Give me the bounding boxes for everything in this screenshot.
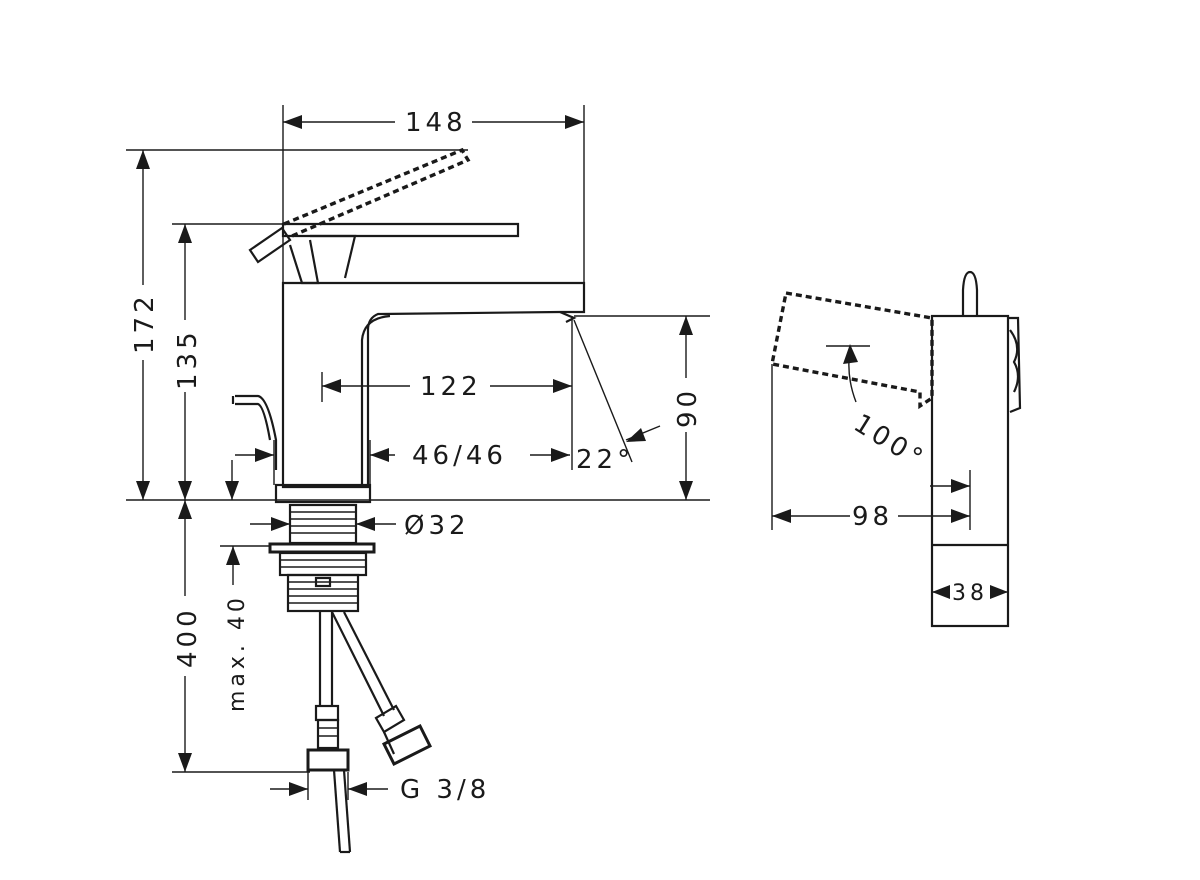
dim-98: 98 (852, 502, 893, 532)
side-lever-knob (961, 270, 979, 316)
dim-max-40: max. 40 (225, 594, 250, 712)
lever-link (310, 234, 357, 279)
dim-148: 148 (405, 108, 467, 138)
dim-o32: Ø32 (404, 511, 470, 541)
dim-22-deg: 22° (576, 445, 634, 475)
mounting-shank (268, 503, 376, 613)
shank-upper (288, 503, 358, 545)
lever-open-dashed (283, 147, 471, 238)
dim-100-deg: 100° (848, 408, 931, 475)
dim-400: 400 (173, 606, 203, 668)
side-body (930, 314, 1010, 628)
hose-fitting-1 (306, 748, 350, 772)
dim-46-46: 46/46 (412, 441, 507, 471)
dim-122: 122 (420, 372, 482, 402)
dimension-labels: 148 172 135 122 90 46/46 22° Ø32 400 max… (130, 108, 988, 805)
dimension-lines (126, 105, 710, 800)
dim-g-3-8: G 3/8 (400, 775, 490, 805)
lever-tail (248, 226, 292, 264)
aerator (559, 310, 577, 323)
faucet-body (281, 281, 586, 489)
faucet-front-view (231, 147, 586, 504)
side-lever-open-dashed (770, 291, 934, 410)
supply-hoses (306, 611, 433, 854)
deck-flange (274, 483, 372, 504)
hose-fitting-2 (381, 723, 433, 767)
popup-rod (235, 394, 278, 470)
dim-135: 135 (173, 328, 203, 390)
spout-curve (360, 314, 391, 487)
fixing-washer (268, 542, 376, 554)
lever-pivot (288, 239, 320, 285)
faucet-side-view (770, 270, 1022, 628)
dim-90: 90 (673, 387, 703, 428)
lever-closed (281, 222, 520, 238)
dim-172: 172 (130, 292, 160, 354)
dim-38: 38 (952, 581, 988, 606)
shank-lower (286, 573, 360, 613)
fixing-nut (278, 551, 368, 577)
